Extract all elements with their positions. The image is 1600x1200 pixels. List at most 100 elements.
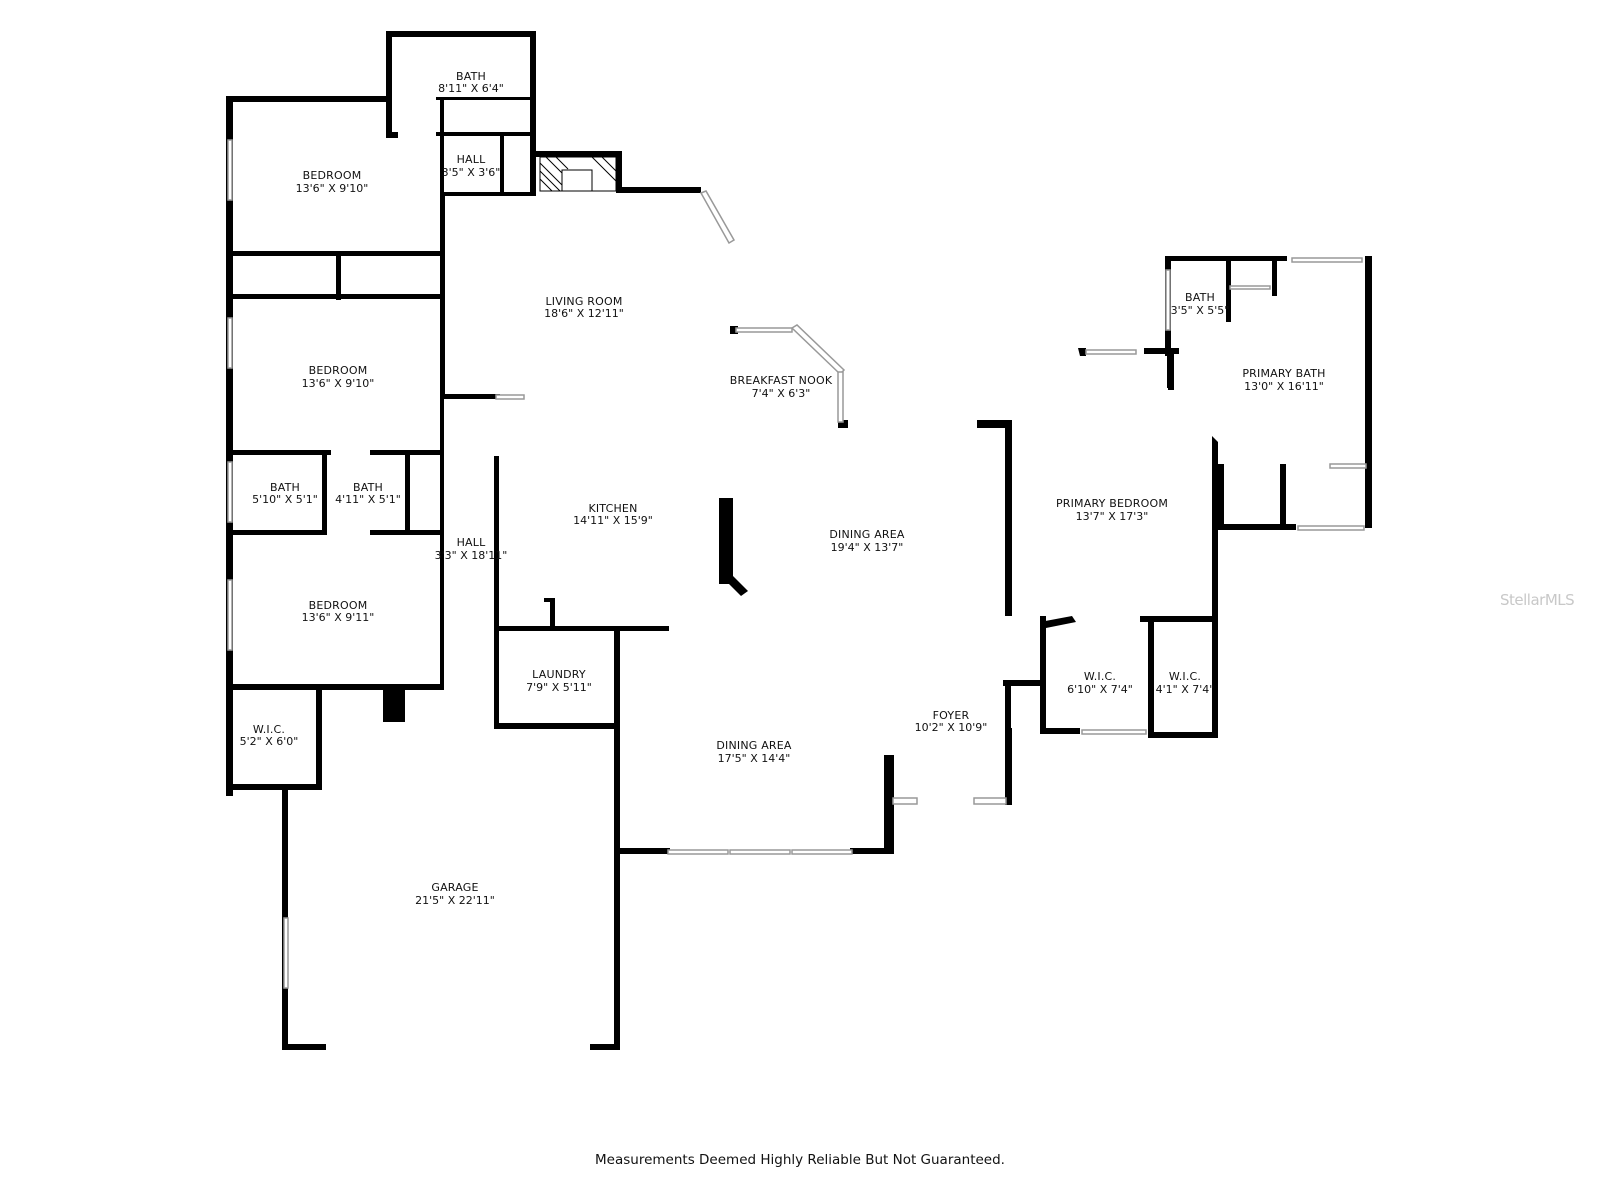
wall [1148,732,1218,738]
wall [1040,728,1080,734]
room-name: PRIMARY BATH [1242,367,1325,380]
wall [730,326,738,334]
room-name: LIVING ROOM [545,295,622,308]
wall [226,251,444,256]
kitchen-peninsula [725,576,748,596]
wall [494,456,499,630]
wall [494,723,620,729]
room-dims: 4'11" X 5'1" [335,493,401,506]
fireplace-wall [536,151,622,157]
room-name: KITCHEN [588,502,637,515]
window [735,327,793,333]
wall [440,394,500,399]
wall [590,1044,620,1050]
room-name: W.I.C. [1169,670,1201,683]
room-dims: 14'11" X 15'9" [573,514,653,527]
wall [494,626,669,631]
wall [500,132,504,194]
wall [322,450,327,535]
wall [1078,348,1086,356]
room-labels: BATH 8'11" X 6'4" HALL 3'5" X 3'6" BEDRO… [240,70,1326,907]
fireplace [539,156,617,192]
room-name: W.I.C. [1084,670,1116,683]
wall [1005,728,1012,805]
room-name: GARAGE [431,881,478,894]
wall [436,132,536,136]
window [699,190,736,245]
wall [226,96,233,796]
room-dims: 7'9" X 5'11" [526,681,592,694]
wall [1212,436,1218,530]
room-name: PRIMARY BEDROOM [1056,497,1168,510]
wall [1003,680,1043,686]
wall [226,530,327,535]
room-name: HALL [457,536,487,549]
watermark: StellarMLS [1500,591,1575,609]
room-name: BREAKFAST NOOK [730,374,833,387]
window [227,579,233,651]
room-dims: 7'4" X 6'3" [752,387,811,400]
room-name: BATH [353,481,383,494]
wall [838,420,848,428]
wall [226,96,392,102]
window [227,317,233,369]
wall [1212,524,1218,738]
wall [282,1044,326,1050]
room-dims: 17'5" X 14'4" [718,752,791,765]
wall [550,598,555,631]
wall [370,530,444,535]
wall [440,100,444,260]
room-dims: 8'11" X 6'4" [438,82,504,95]
window [227,139,233,201]
wall [616,187,701,193]
wall [226,784,322,790]
window [837,371,844,423]
wall [977,420,1012,428]
room-name: BATH [1185,291,1215,304]
windows [227,139,1367,989]
wall [440,192,536,196]
room-dims: 5'2" X 6'0" [240,735,299,748]
window [729,849,791,855]
wall [1218,524,1296,530]
room-name: DINING AREA [716,739,792,752]
window [1165,269,1171,331]
window [1229,285,1271,290]
wall [620,848,670,854]
wall [386,31,536,37]
room-dims: 13'7" X 17'3" [1076,510,1149,523]
wall [1218,464,1224,530]
wall [226,684,444,690]
wall [530,31,536,195]
window [1085,349,1137,355]
window [790,324,846,376]
room-dims: 21'5" X 22'11" [415,894,495,907]
window [973,797,1007,805]
room-dims: 10'2" X 10'9" [915,721,988,734]
window [667,849,729,855]
wall [614,626,620,1046]
wall [1168,352,1174,390]
wall [436,97,536,100]
window [1297,525,1365,531]
wall [1140,616,1218,622]
wall [1280,464,1286,530]
wall [1005,680,1011,728]
room-name: BATH [270,481,300,494]
wall [1040,616,1046,734]
room-name: LAUNDRY [532,668,586,681]
wall [440,399,444,689]
room-name: BEDROOM [309,599,368,612]
wall [386,132,398,138]
room-name: HALL [457,153,487,166]
room-name: BEDROOM [309,364,368,377]
window [227,461,233,523]
room-dims: 13'6" X 9'11" [302,611,375,624]
window [892,797,918,805]
room-dims: 18'6" X 12'11" [544,307,624,320]
wall [226,294,444,299]
wall [544,598,555,602]
room-dims: 13'0" X 16'11" [1244,380,1324,393]
wall [1365,256,1372,528]
wall [494,626,499,729]
